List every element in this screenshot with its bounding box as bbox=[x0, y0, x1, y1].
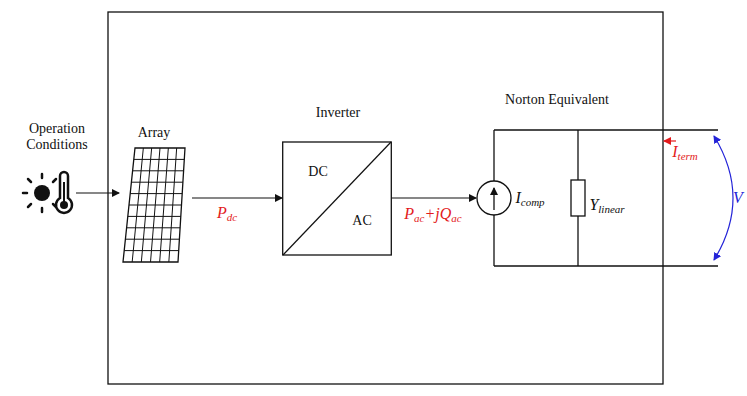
system-boundary bbox=[108, 12, 663, 384]
power-flow-arrow bbox=[192, 197, 282, 198]
power-arrow bbox=[391, 197, 476, 198]
power-label: Pac+jQac bbox=[404, 205, 461, 223]
voltage-arc bbox=[714, 136, 733, 260]
source-label: Icomp bbox=[515, 189, 544, 207]
voltage-label: V bbox=[733, 189, 743, 207]
current-label: Iterm bbox=[672, 143, 698, 161]
converter-symbol bbox=[282, 100, 392, 256]
pv-array: Array bbox=[116, 122, 192, 266]
edge-label: Pdc bbox=[217, 204, 237, 222]
input-arrow bbox=[76, 192, 119, 193]
panel-symbol bbox=[116, 122, 192, 266]
port-label: DC bbox=[308, 164, 327, 180]
node-heading: Array bbox=[138, 125, 171, 141]
admittance-label: Ylinear bbox=[589, 196, 624, 214]
node-heading: Inverter bbox=[316, 105, 360, 121]
inverter-box: InverterDC AC bbox=[282, 100, 392, 256]
input-label: Operation Conditions bbox=[13, 121, 101, 153]
section-heading: Norton Equivalent bbox=[505, 92, 609, 108]
port-label: AC bbox=[352, 213, 371, 229]
current-arrow bbox=[664, 140, 676, 141]
weather-icon bbox=[23, 172, 72, 213]
norton-circuit bbox=[477, 130, 718, 266]
